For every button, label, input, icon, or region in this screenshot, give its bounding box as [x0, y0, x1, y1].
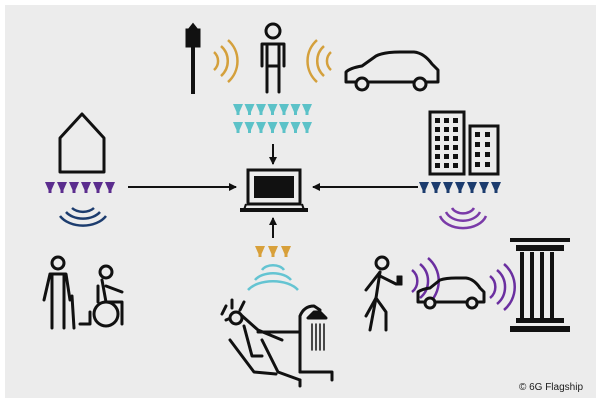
building-window: [485, 132, 490, 137]
antenna-element: [233, 104, 243, 115]
antenna-element: [479, 182, 489, 193]
building-window: [453, 136, 458, 141]
street-lamp-icon: [185, 22, 201, 94]
laptop-icon: [240, 168, 308, 212]
antenna-element: [256, 122, 266, 133]
building-window: [444, 136, 449, 141]
pillar-icon: [510, 238, 570, 332]
building-window: [485, 162, 490, 167]
building-window: [435, 136, 440, 141]
building-window: [475, 162, 480, 167]
car-icon: [344, 50, 440, 92]
person-icon: [260, 22, 286, 94]
building-window: [435, 145, 440, 150]
antenna-element: [267, 104, 278, 115]
building-window: [485, 152, 490, 157]
antenna-element: [443, 182, 453, 193]
fallen-person-in-shower-icon: [220, 298, 334, 388]
signal-waves-gold-left: [213, 39, 239, 83]
car-icon-small: [416, 276, 486, 310]
antenna-element: [267, 122, 278, 133]
antenna-element: [302, 104, 312, 115]
building-window: [444, 127, 449, 132]
antenna-element: [290, 104, 301, 115]
antenna-element: [467, 182, 477, 193]
copyright-credit: © 6G Flagship: [518, 382, 583, 393]
antenna-element: [279, 122, 289, 133]
building-window: [435, 127, 440, 132]
building-window: [453, 163, 458, 168]
building-window: [453, 145, 458, 150]
building-window: [453, 127, 458, 132]
antenna-element: [244, 104, 255, 115]
building-window: [475, 142, 480, 147]
elderly-person-icon: [42, 255, 76, 330]
building-window: [475, 152, 480, 157]
wheelchair-user-icon: [78, 264, 124, 328]
antenna-element: [81, 182, 91, 193]
antenna-element: [290, 122, 301, 133]
antenna-element: [244, 122, 255, 133]
antenna-element: [105, 182, 115, 193]
antenna-element: [279, 104, 289, 115]
building-window: [444, 145, 449, 150]
building-window: [435, 118, 440, 123]
building-window: [485, 142, 490, 147]
signal-waves-gold-right: [306, 39, 332, 83]
house-icon: [58, 112, 106, 174]
antenna-element: [455, 182, 465, 193]
antenna-array-amber: [255, 246, 291, 257]
building-window: [444, 163, 449, 168]
antenna-element: [93, 182, 103, 193]
antenna-element: [57, 182, 67, 193]
building-window: [435, 154, 440, 159]
building-window: [453, 118, 458, 123]
city-buildings-icon: [428, 110, 500, 176]
antenna-element: [268, 246, 278, 257]
antenna-element: [69, 182, 79, 193]
antenna-array-purple: [45, 182, 115, 193]
antenna-element: [233, 122, 243, 133]
antenna-element: [45, 182, 55, 193]
antenna-element: [302, 122, 312, 133]
antenna-element: [431, 182, 441, 193]
signal-waves-navy: [59, 207, 107, 227]
antenna-array-navy: [419, 182, 501, 193]
antenna-element: [281, 246, 291, 257]
building-window: [444, 118, 449, 123]
building-window: [435, 163, 440, 168]
building-window: [475, 132, 480, 137]
signal-waves-sky: [247, 263, 299, 291]
building-window: [444, 154, 449, 159]
antenna-element: [255, 246, 265, 257]
antenna-element: [256, 104, 266, 115]
building-window: [453, 154, 458, 159]
antenna-array-teal: [233, 104, 312, 133]
antenna-element: [491, 182, 501, 193]
signal-waves-violet: [438, 207, 488, 230]
walking-person-with-phone-icon: [364, 255, 403, 332]
antenna-element: [419, 182, 429, 193]
